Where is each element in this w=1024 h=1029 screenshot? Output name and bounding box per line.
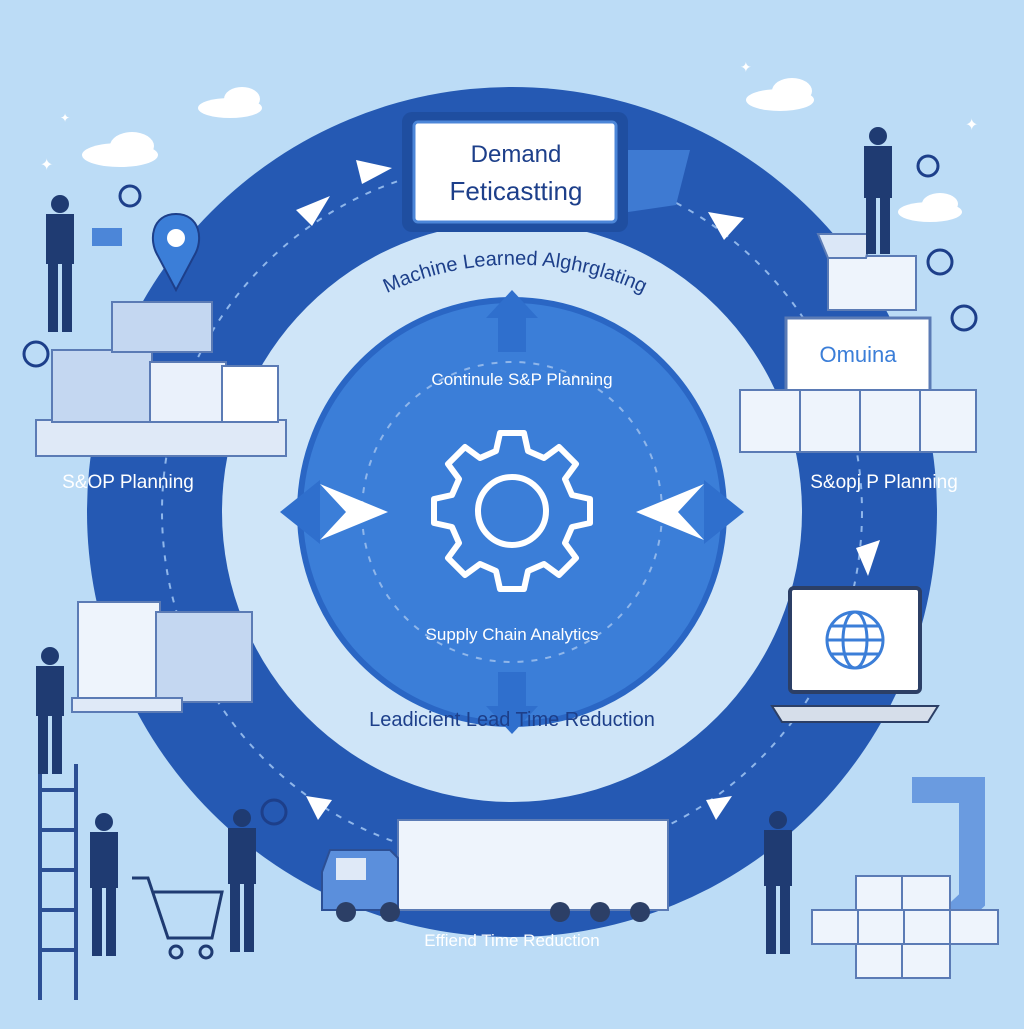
stacked-boxes — [811, 875, 999, 979]
person-with-magnifier — [90, 813, 118, 956]
bottom-label: Effiend Time Reduction — [424, 931, 599, 950]
center-arrow-up — [486, 290, 538, 318]
person-standing — [864, 127, 892, 254]
left-station-label: S&OP Planning — [62, 472, 194, 493]
gear-icon — [22, 184, 142, 368]
demand-box-line1: Demand — [471, 141, 562, 168]
arrow-icon — [306, 796, 332, 820]
center-arrow-down-stem — [498, 672, 526, 708]
monitor-label: Omuina — [819, 342, 897, 367]
sparkle-icon: ✦ — [965, 117, 978, 134]
person-with-phone — [228, 809, 256, 952]
ladder — [38, 764, 78, 1000]
sparkle-icon: ✦ — [40, 157, 53, 174]
center-bottom-label: Supply Chain Analytics — [426, 625, 599, 644]
arrow-icon — [856, 540, 880, 576]
right-station-label: S&opj P Planning — [810, 472, 958, 493]
demand-forecasting-box: Demand Feticastting — [402, 112, 690, 232]
right-cabinet — [739, 389, 977, 453]
sparkle-icon: ✦ — [60, 111, 70, 125]
gear-icon — [431, 430, 593, 592]
cloud-icon — [82, 132, 158, 167]
center-arrow-right-base — [704, 480, 744, 544]
demand-box-line2: Feticastting — [450, 176, 583, 206]
person-with-device — [764, 811, 792, 954]
center-arrow-down — [486, 706, 538, 734]
globe-icon — [825, 610, 885, 670]
right-monitor: Omuina — [784, 316, 932, 394]
arrow-icon — [708, 212, 744, 240]
left-warehouse — [35, 301, 287, 457]
left-containers — [71, 601, 253, 713]
gear-icon — [260, 798, 288, 826]
arrow-left-icon — [636, 484, 704, 540]
cloud-icon — [198, 87, 262, 118]
person-with-tablet — [46, 195, 122, 332]
cloud-icon — [746, 78, 814, 111]
right-package-box — [816, 233, 917, 311]
person-on-ladder — [36, 647, 64, 774]
center-arrow-up-stem — [498, 316, 526, 352]
cloud-icon — [898, 193, 962, 222]
center-top-label: Continule S&P Planning — [431, 370, 612, 389]
lead-time-label: Leadicient Lead Time Reduction — [369, 709, 655, 731]
arrow-right-icon — [320, 484, 388, 540]
arrow-icon — [356, 160, 392, 184]
location-pin-icon — [151, 212, 201, 293]
sparkle-icon: ✦ — [740, 59, 752, 75]
gear-icon — [916, 154, 978, 332]
delivery-truck — [321, 819, 669, 922]
arrow-icon — [296, 196, 330, 226]
arrow-icon — [706, 796, 732, 820]
shopping-cart-icon — [132, 876, 224, 960]
center-arrow-left-base — [280, 480, 320, 544]
